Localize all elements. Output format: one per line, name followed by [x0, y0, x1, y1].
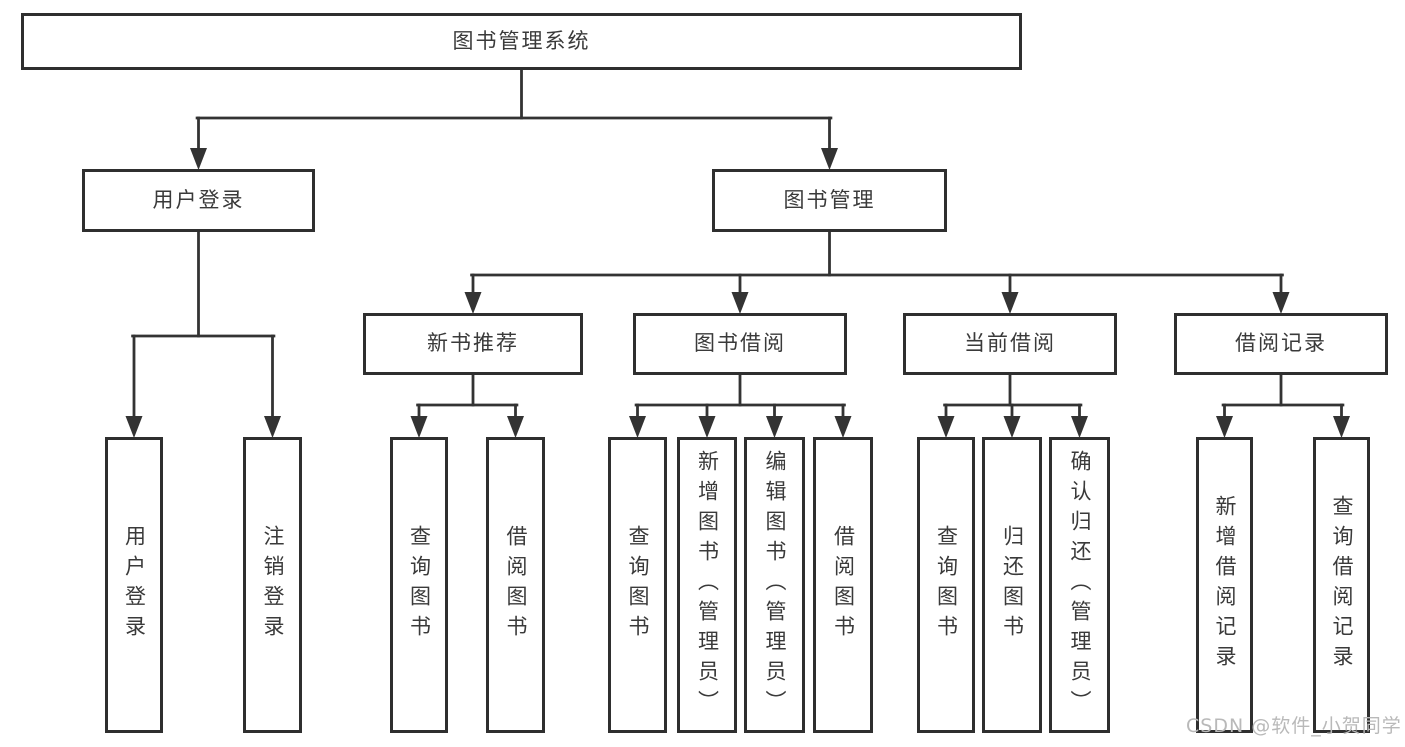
- node-label: 查询图书: [626, 525, 650, 645]
- node-label: 图书管理: [783, 187, 876, 212]
- arrowhead-icon: [1003, 416, 1021, 438]
- node-cb-confirm-return: 确认归还（管理员）: [1049, 437, 1110, 733]
- node-logout: 注销登录: [243, 437, 302, 733]
- node-rec-borrow-book: 借阅图书: [486, 437, 545, 733]
- watermark: CSDN @软件_小贺同学: [1186, 715, 1402, 737]
- arrowhead-icon: [264, 416, 281, 438]
- arrowhead-icon: [698, 416, 716, 438]
- node-label: 新增图书（管理员）: [695, 450, 720, 720]
- node-current-borrow: 当前借阅: [903, 313, 1117, 375]
- node-user-login: 用户登录: [82, 169, 315, 232]
- arrowhead-icon: [410, 416, 428, 438]
- node-new-book-rec: 新书推荐: [363, 313, 583, 375]
- arrowhead-icon: [834, 416, 852, 438]
- arrowhead-icon: [464, 292, 482, 314]
- node-rec-query-book: 查询图书: [390, 437, 448, 733]
- node-label: 图书借阅: [694, 331, 786, 356]
- arrowhead-icon: [1333, 416, 1350, 438]
- arrowhead-icon: [937, 416, 955, 438]
- node-label: 确认归还（管理员）: [1068, 450, 1092, 720]
- node-label: 查询借阅记录: [1330, 495, 1354, 675]
- node-label: 当前借阅: [964, 331, 1056, 356]
- node-bb-query-book: 查询图书: [608, 437, 667, 733]
- node-label: 借阅记录: [1235, 331, 1327, 356]
- node-login: 用户登录: [105, 437, 163, 733]
- node-label: 查询图书: [934, 525, 959, 645]
- node-label: 归还图书: [1000, 525, 1025, 645]
- node-borrow-record: 借阅记录: [1174, 313, 1388, 375]
- node-br-query-record: 查询借阅记录: [1313, 437, 1370, 733]
- node-label: 图书管理系统: [452, 28, 591, 53]
- node-book-mgmt: 图书管理: [712, 169, 947, 232]
- arrowhead-icon: [125, 416, 143, 438]
- arrowhead-icon: [629, 416, 646, 438]
- arrowhead-icon: [507, 416, 524, 438]
- node-cb-query-book: 查询图书: [917, 437, 975, 733]
- node-label: 查询图书: [407, 525, 432, 645]
- arrowhead-icon: [731, 292, 749, 314]
- node-br-add-record: 新增借阅记录: [1196, 437, 1253, 733]
- node-bb-add-book: 新增图书（管理员）: [677, 437, 737, 733]
- node-bb-borrow-book: 借阅图书: [813, 437, 873, 733]
- arrowhead-icon: [1001, 292, 1019, 314]
- node-label: 新增借阅记录: [1213, 495, 1237, 675]
- node-bb-edit-book: 编辑图书（管理员）: [744, 437, 805, 733]
- node-label: 新书推荐: [427, 331, 519, 356]
- node-book-borrow: 图书借阅: [633, 313, 847, 375]
- arrowhead-icon: [1071, 416, 1088, 438]
- arrowhead-icon: [1216, 416, 1233, 438]
- node-label: 用户登录: [122, 525, 147, 645]
- node-label: 用户登录: [152, 187, 245, 212]
- arrowhead-icon: [821, 148, 838, 170]
- arrowhead-icon: [190, 148, 207, 170]
- arrowhead-icon: [1272, 292, 1290, 314]
- node-label: 借阅图书: [831, 525, 856, 645]
- node-label: 编辑图书（管理员）: [763, 450, 787, 720]
- node-cb-return-book: 归还图书: [982, 437, 1042, 733]
- node-label: 借阅图书: [504, 525, 528, 645]
- node-root: 图书管理系统: [21, 13, 1022, 70]
- node-label: 注销登录: [261, 525, 285, 645]
- arrowhead-icon: [766, 416, 783, 438]
